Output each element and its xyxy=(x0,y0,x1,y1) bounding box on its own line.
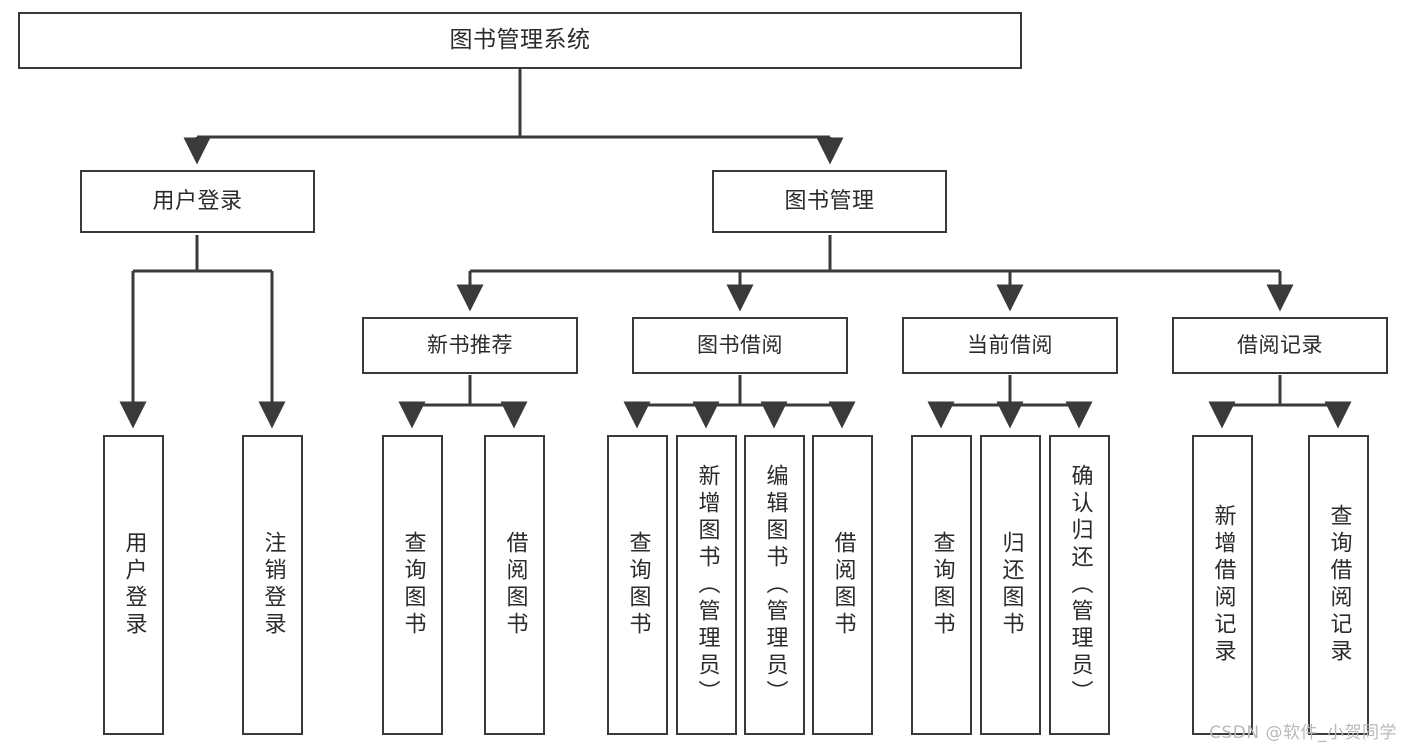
node-book-management-label: 图书管理 xyxy=(784,188,875,214)
leaf-return-book-label: 归还图书 xyxy=(998,531,1024,639)
node-book-management[interactable]: 图书管理 xyxy=(712,170,947,233)
leaf-return-book[interactable]: 归还图书 xyxy=(980,435,1041,735)
node-new-book-recommend-label: 新书推荐 xyxy=(427,333,513,358)
leaf-query-book-2-label: 查询图书 xyxy=(625,531,651,639)
leaf-logout-login[interactable]: 注销登录 xyxy=(242,435,303,735)
leaf-query-record-label: 查询借阅记录 xyxy=(1326,504,1352,666)
leaf-user-login[interactable]: 用户登录 xyxy=(103,435,164,735)
leaf-query-book-2[interactable]: 查询图书 xyxy=(607,435,668,735)
node-user-login[interactable]: 用户登录 xyxy=(80,170,315,233)
node-new-book-recommend[interactable]: 新书推荐 xyxy=(362,317,578,374)
leaf-edit-book[interactable]: 编辑图书（管理员） xyxy=(744,435,805,735)
leaf-query-record[interactable]: 查询借阅记录 xyxy=(1308,435,1369,735)
leaf-add-record[interactable]: 新增借阅记录 xyxy=(1192,435,1253,735)
node-borrow-record-label: 借阅记录 xyxy=(1237,333,1323,358)
leaf-query-book-1-label: 查询图书 xyxy=(400,531,426,639)
leaf-confirm-return[interactable]: 确认归还（管理员） xyxy=(1049,435,1110,735)
leaf-add-book-label: 新增图书（管理员） xyxy=(694,463,720,707)
leaf-borrow-book-1-label: 借阅图书 xyxy=(502,531,528,639)
leaf-edit-book-label: 编辑图书（管理员） xyxy=(762,463,788,707)
node-root[interactable]: 图书管理系统 xyxy=(18,12,1022,69)
node-current-borrow[interactable]: 当前借阅 xyxy=(902,317,1118,374)
leaf-borrow-book-1[interactable]: 借阅图书 xyxy=(484,435,545,735)
leaf-add-record-label: 新增借阅记录 xyxy=(1210,504,1236,666)
leaf-confirm-return-label: 确认归还（管理员） xyxy=(1067,463,1093,707)
leaf-query-book-3-label: 查询图书 xyxy=(929,531,955,639)
node-book-borrow-label: 图书借阅 xyxy=(697,333,783,358)
leaf-add-book[interactable]: 新增图书（管理员） xyxy=(676,435,737,735)
csdn-watermark: CSDN @软件_小贺同学 xyxy=(1209,723,1397,743)
node-user-login-label: 用户登录 xyxy=(152,188,243,214)
leaf-borrow-book-2-label: 借阅图书 xyxy=(830,531,856,639)
node-borrow-record[interactable]: 借阅记录 xyxy=(1172,317,1388,374)
node-root-label: 图书管理系统 xyxy=(449,26,591,53)
leaf-user-login-label: 用户登录 xyxy=(121,531,147,639)
leaf-logout-login-label: 注销登录 xyxy=(260,531,286,639)
node-current-borrow-label: 当前借阅 xyxy=(967,333,1053,358)
leaf-borrow-book-2[interactable]: 借阅图书 xyxy=(812,435,873,735)
node-book-borrow[interactable]: 图书借阅 xyxy=(632,317,848,374)
leaf-query-book-3[interactable]: 查询图书 xyxy=(911,435,972,735)
leaf-query-book-1[interactable]: 查询图书 xyxy=(382,435,443,735)
